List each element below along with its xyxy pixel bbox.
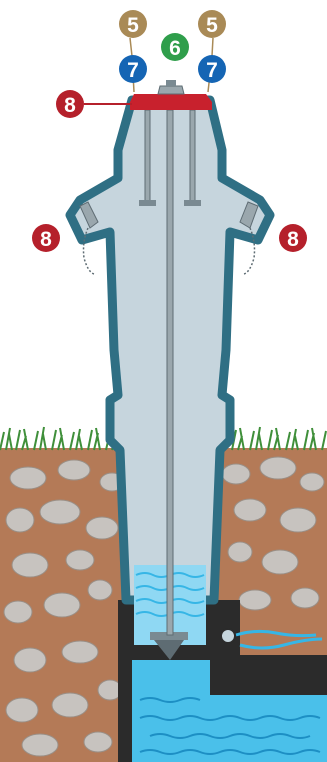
badge-5-right: 5: [198, 10, 226, 38]
svg-text:8: 8: [40, 228, 52, 251]
svg-text:7: 7: [206, 59, 218, 82]
svg-text:6: 6: [169, 37, 181, 60]
badge-8-cap: 8: [56, 90, 84, 118]
operating-rod: [167, 110, 173, 635]
bolt-nut-left: [139, 200, 156, 206]
bolt-right: [190, 110, 195, 202]
bolt-nut-right: [184, 200, 201, 206]
operating-nut: [158, 86, 184, 94]
bolt-left: [145, 110, 150, 202]
svg-text:8: 8: [287, 228, 299, 251]
bonnet-cap: [130, 94, 212, 110]
badge-7-left: 7: [119, 55, 147, 83]
svg-text:8: 8: [64, 94, 76, 117]
badge-5-left: 5: [119, 10, 147, 38]
badge-7-right: 7: [198, 55, 226, 83]
drain-valve: [221, 629, 235, 643]
badge-6-center: 6: [161, 33, 189, 61]
svg-text:5: 5: [206, 14, 218, 37]
svg-text:5: 5: [127, 14, 139, 37]
badge-8-outlet-right: 8: [279, 224, 307, 252]
operating-nut-top: [166, 80, 176, 86]
svg-text:7: 7: [127, 59, 139, 82]
badge-8-outlet-left: 8: [32, 224, 60, 252]
